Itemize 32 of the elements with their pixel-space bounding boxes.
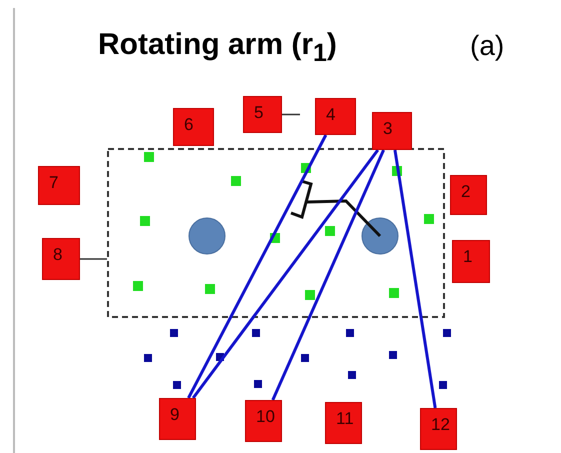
number-label: 2	[461, 182, 470, 202]
title: Rotating arm (r$_{1}$)	[98, 28, 337, 68]
leader-line	[282, 114, 300, 116]
connector-line	[187, 134, 328, 399]
number-label: 6	[184, 115, 194, 135]
panel-label: (a)	[470, 30, 504, 62]
connector-line	[271, 149, 385, 401]
number-label: 1	[463, 247, 472, 267]
number-label: 12	[431, 415, 450, 435]
number-label: 5	[254, 103, 264, 123]
numbered-square	[315, 98, 356, 135]
leader-line	[80, 258, 107, 260]
numbered-square	[450, 175, 487, 215]
numbered-square	[243, 96, 282, 133]
numbered-square	[245, 400, 282, 442]
number-label: 7	[49, 173, 58, 193]
number-label: 10	[256, 407, 275, 427]
numbered-square	[38, 166, 80, 205]
numbered-square	[372, 112, 412, 150]
numbered-square	[420, 408, 457, 450]
numbered-square	[452, 240, 490, 283]
number-label: 4	[326, 105, 336, 125]
number-label: 3	[383, 119, 392, 139]
numbered-square	[173, 108, 214, 146]
connector-line	[192, 149, 380, 399]
numbered-square	[325, 402, 362, 444]
connector-line	[393, 150, 437, 408]
number-label: 8	[53, 245, 62, 265]
number-label: 11	[336, 409, 354, 429]
numbered-square	[159, 398, 196, 440]
number-label: 9	[170, 405, 180, 425]
numbered-square	[42, 238, 80, 280]
